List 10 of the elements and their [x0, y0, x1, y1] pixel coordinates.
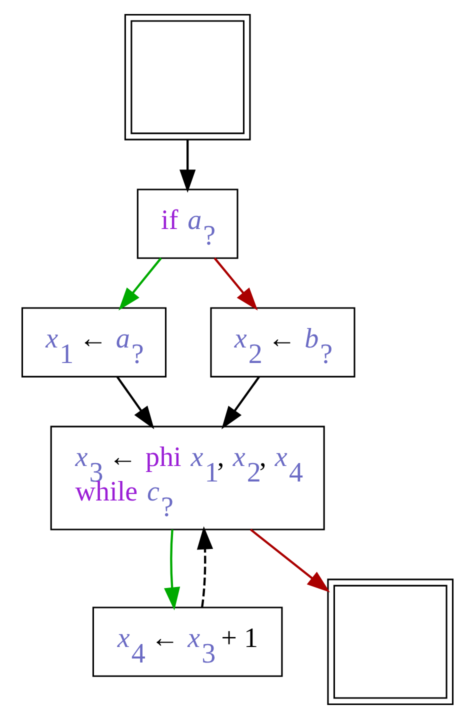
arrow	[164, 530, 180, 610]
arrow	[221, 376, 260, 430]
arrow	[213, 257, 258, 310]
arrow	[116, 376, 154, 430]
node-box	[124, 14, 250, 140]
arrow	[196, 526, 213, 608]
node-box	[326, 578, 454, 705]
arrow	[249, 528, 330, 592]
arrow	[118, 257, 162, 310]
arrow	[179, 140, 196, 193]
